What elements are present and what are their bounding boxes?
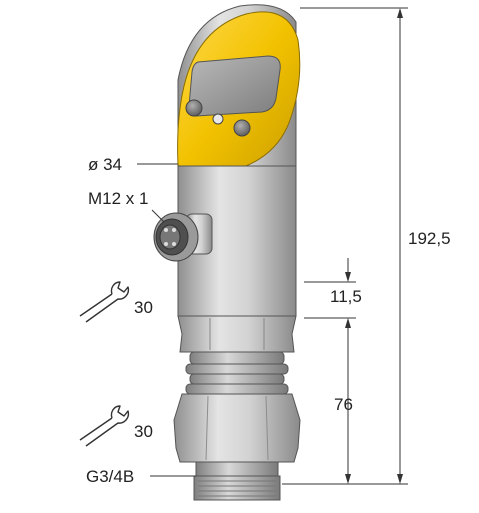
- wrench-lower-group: 30: [79, 405, 153, 447]
- sensor-body: [153, 4, 301, 501]
- total-height-dimension: 192,5: [282, 7, 451, 485]
- hex-height-value: 11,5: [330, 287, 362, 306]
- thread-section-dimension: 76: [334, 395, 353, 484]
- thread-section-value: 76: [334, 395, 353, 414]
- ribbed-collar: [185, 351, 289, 395]
- wrench-upper-group: 30: [79, 281, 153, 323]
- diameter-label: ø 34: [88, 155, 122, 174]
- m12-connector: [153, 212, 213, 262]
- button-left: [185, 99, 203, 117]
- led-indicator: [212, 113, 224, 125]
- total-height-value: 192,5: [408, 229, 451, 248]
- wrench-size-upper: 30: [134, 298, 153, 317]
- upper-hex-nut: [177, 315, 297, 353]
- display-window: [188, 55, 281, 117]
- hex-height-dimension: 11,5: [304, 258, 362, 480]
- connector-thread-label: M12 x 1: [88, 189, 148, 208]
- button-right: [233, 119, 251, 137]
- wrench-icon: [79, 405, 130, 447]
- lower-hex-nut: [173, 393, 301, 463]
- process-thread: [193, 461, 281, 501]
- wrench-icon: [79, 281, 130, 323]
- wrench-size-lower: 30: [134, 422, 153, 441]
- process-thread-label: G3/4B: [86, 467, 134, 486]
